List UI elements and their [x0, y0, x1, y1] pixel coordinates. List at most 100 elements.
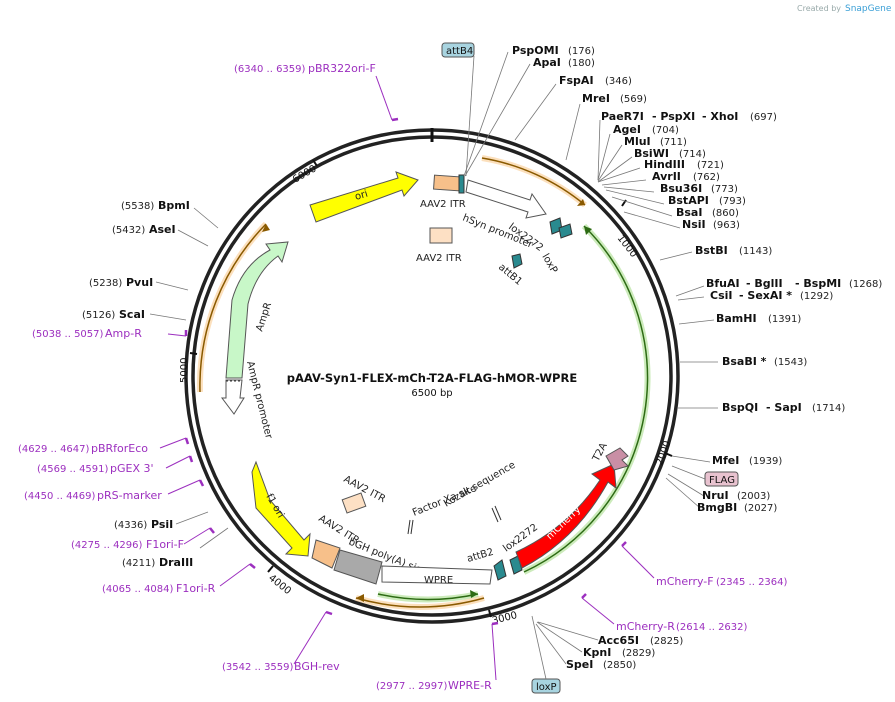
ampr-label: AmpR	[254, 301, 274, 333]
enzyme-labels: PspOMI (176) ApaI (180) FspAI (346) MreI…	[82, 44, 882, 671]
enzyme-asei-pos: (5432)	[112, 225, 145, 236]
attb2-label: attB2	[466, 547, 495, 565]
aav2-itr-bottom	[311, 539, 341, 569]
attb4-tag: attB4	[441, 42, 475, 58]
enzyme-paer7i: PaeR7I	[601, 110, 644, 123]
enzyme-bsabi-pos: (1543)	[774, 357, 807, 368]
enzyme-kpni: KpnI	[583, 646, 611, 659]
enzyme-pspomi: PspOMI	[512, 44, 559, 57]
enzyme-paer7i-pos: (697)	[750, 112, 777, 123]
enzyme-spei-pos: (2850)	[603, 660, 636, 671]
enzyme-psii: PsiI	[151, 518, 173, 531]
enzyme-mfei-pos: (1939)	[749, 456, 782, 467]
green-arc-right	[523, 225, 649, 573]
enzyme-bsiwi: BsiWI	[634, 147, 669, 160]
orange-arc-top	[481, 157, 586, 206]
enzyme-acc65i-pos: (2825)	[650, 636, 683, 647]
enzyme-draiii: DraIII	[159, 556, 193, 569]
primer-pgex-range: (4569 .. 4591)	[37, 464, 109, 475]
enzyme-bsabi: BsaBI *	[722, 355, 767, 368]
primer-marks	[184, 117, 627, 626]
bgh-polya	[333, 549, 383, 585]
primer-labels: (6340 .. 6359) pBR322ori-F (5038 .. 5057…	[18, 62, 788, 692]
enzyme-bpmi: BpmI	[158, 199, 190, 212]
enzyme-bspqi-pos: (1714)	[812, 403, 845, 414]
plasmid-size: 6500 bp	[411, 388, 452, 399]
primer-mcherryf-range: (2345 .. 2364)	[716, 577, 788, 588]
primer-leaders	[159, 75, 655, 681]
primer-pbrforeco-range: (4629 .. 4647)	[18, 444, 90, 455]
enzyme-csii-pos: (1292)	[800, 291, 833, 302]
enzyme-hindiii-pos: (721)	[697, 160, 724, 171]
flag-tag-label: FLAG	[709, 475, 735, 486]
primer-bghrev: BGH-rev	[294, 660, 340, 673]
enzyme-bstapi-pos: (793)	[719, 196, 746, 207]
enzyme-bsu36i: Bsu36I	[660, 182, 702, 195]
loxp-label-top: loxP	[539, 252, 559, 275]
enzyme-mlui: MluI	[624, 135, 651, 148]
ori-label: ori	[354, 189, 370, 203]
orange-arc-bottom	[355, 597, 485, 608]
enzyme-scai: ScaI	[119, 308, 145, 321]
primer-f1orif-range: (4275 .. 4296)	[71, 540, 143, 551]
aav2-itr-top	[433, 174, 461, 192]
primer-bghrev-range: (3542 .. 3559)	[222, 662, 294, 673]
enzyme-acc65i: Acc65I	[598, 634, 639, 647]
enzyme-nrui: NruI	[702, 489, 729, 502]
attb4-box	[458, 174, 465, 194]
primer-pgex: pGEX 3'	[110, 462, 154, 475]
enzyme-pspomi-pos: (176)	[568, 46, 595, 57]
enzyme-bsiwi-pos: (714)	[679, 149, 706, 160]
primer-f1orif: F1ori-F	[146, 538, 184, 551]
enzyme-bsai: BsaI	[676, 206, 702, 219]
primer-mcherryr: mCherry-R	[616, 620, 675, 633]
primer-prs: pRS-marker	[97, 489, 162, 502]
primer-wprer-range: (2977 .. 2997)	[376, 681, 448, 692]
enzyme-pvui-pos: (5238)	[89, 278, 122, 289]
primer-pbr322ori: pBR322ori-F	[308, 62, 376, 75]
enzyme-bsai-pos: (860)	[712, 208, 739, 219]
enzyme-pvui: PvuI	[126, 276, 153, 289]
credit-text: Created by	[797, 4, 841, 13]
t2a-feature	[605, 447, 629, 471]
enzyme-nsii-pos: (963)	[713, 220, 740, 231]
enzyme-csii: CsiI	[710, 289, 732, 302]
enzyme-bsu36i-pos: (773)	[711, 184, 738, 195]
primer-f1orir-range: (4065 .. 4084)	[102, 584, 174, 595]
enzyme-mrei: MreI	[582, 92, 610, 105]
enzyme-bspqi: BspQI	[722, 401, 758, 414]
primer-wprer: WPRE-R	[448, 679, 492, 692]
enzyme-mfei: MfeI	[712, 454, 739, 467]
loxp-tag-label: loxP	[536, 682, 557, 693]
attb1-label: attB1	[496, 262, 524, 288]
enzyme-spei: SpeI	[566, 658, 593, 671]
primer-ampr: Amp-R	[105, 327, 142, 340]
enzyme-bfuai-pos: (1268)	[849, 279, 882, 290]
enzyme-apai-pos: (180)	[568, 58, 595, 69]
enzyme-leaders	[149, 51, 718, 665]
primer-prs-range: (4450 .. 4469)	[24, 491, 96, 502]
enzyme-bmgbi-pos: (2027)	[744, 503, 777, 514]
enzyme-bamhi-pos: (1391)	[768, 314, 801, 325]
plasmid-name: pAAV-Syn1-FLEX-mCh-T2A-FLAG-hMOR-WPRE	[287, 371, 578, 385]
enzyme-fspai-pos: (346)	[605, 76, 632, 87]
primer-pbrforeco: pBRforEco	[91, 442, 148, 455]
tick-5000: 5000	[179, 358, 190, 383]
enzyme-bamhi: BamHI	[716, 312, 757, 325]
green-arc-bottom	[377, 593, 479, 601]
enzyme-fspai: FspAI	[559, 74, 594, 87]
factorxa-label: Factor Xa site	[411, 483, 478, 519]
enzyme-bstbi: BstBI	[695, 244, 728, 257]
primer-ampr-range: (5038 .. 5057)	[32, 329, 104, 340]
enzyme-bstbi-pos: (1143)	[739, 246, 772, 257]
aav2-itr-1-label: AAV2 ITR	[420, 199, 466, 210]
enzyme-avrii: AvrII	[652, 170, 681, 183]
enzyme-avrii-pos: (762)	[693, 172, 720, 183]
enzyme-kpni-pos: (2829)	[622, 648, 655, 659]
flag-tag: FLAG	[704, 471, 739, 487]
enzyme-psii-pos: (4336)	[114, 520, 147, 531]
enzyme-bfuai: BfuAI	[706, 277, 740, 290]
enzyme-pspxi: - PspXI	[652, 110, 695, 123]
aav2-itr-mid	[429, 227, 453, 244]
